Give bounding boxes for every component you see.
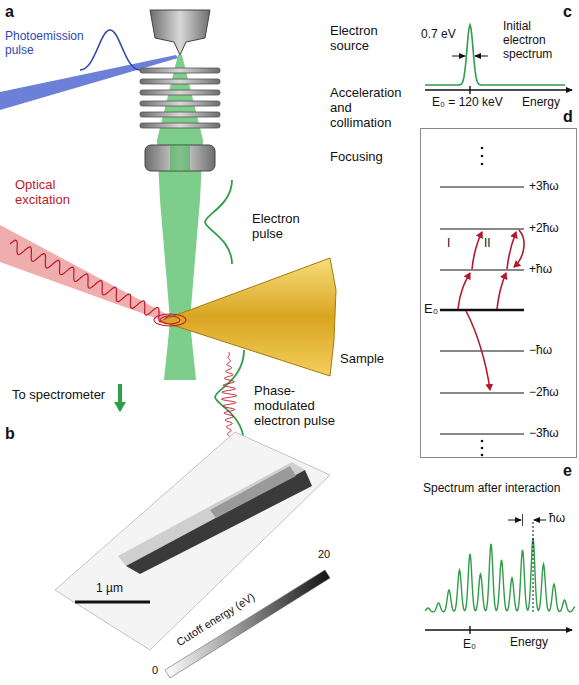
axis-tick	[469, 626, 470, 634]
part-label: Phase-modulated electron pulse	[254, 384, 354, 429]
axis-tick	[469, 86, 470, 94]
level-label: −2ħω	[529, 386, 559, 400]
optical-wave	[10, 240, 170, 322]
spectrometer-arrow	[118, 384, 122, 410]
energy-levels	[440, 187, 524, 434]
part-label: Electron pulse	[252, 212, 322, 242]
level-label: −ħω	[529, 344, 552, 358]
level-label: +3ħω	[529, 180, 559, 194]
level-label: +ħω	[529, 263, 552, 277]
part-label: Photoemission pulse	[5, 30, 85, 58]
spacing-arrow	[508, 520, 521, 521]
acceleration-plates	[140, 68, 220, 128]
axis-label: E₀ = 120 keV	[432, 96, 503, 110]
annotation: Initial electron spectrum	[503, 20, 577, 61]
panel-title: Spectrum after interaction	[423, 482, 560, 496]
electron-pulse-gaussian	[205, 180, 232, 264]
transition-arrows	[458, 230, 524, 390]
scale-label: 1 µm	[96, 582, 123, 596]
axis-label: Energy	[522, 96, 560, 110]
color-bar	[165, 570, 330, 678]
peak-marker	[533, 522, 534, 612]
near-field-rings	[154, 314, 186, 326]
part-label: Optical excitation	[15, 178, 90, 208]
scale-bar	[75, 601, 150, 604]
modulated-pulse-gaussian	[215, 350, 244, 444]
part-label: To spectrometer	[12, 388, 105, 403]
map-plane	[55, 432, 330, 650]
spacing-tick	[522, 514, 523, 526]
panel-letter: a	[5, 3, 14, 21]
optical-beam	[0, 225, 172, 324]
annotation: 0.7 eV	[421, 28, 456, 42]
part-label: Focusing	[330, 150, 383, 165]
sample-tip	[160, 258, 336, 376]
axis-label: Energy	[510, 636, 548, 650]
tip-map	[210, 466, 296, 518]
tip-map	[126, 470, 312, 574]
phase-modulation	[221, 352, 236, 442]
electron-beam	[170, 145, 190, 171]
ellipsis-dots	[481, 147, 484, 457]
energy-axis	[425, 629, 572, 631]
panel-letter: b	[5, 425, 15, 443]
width-arrow	[452, 56, 465, 57]
part-label: Electron source	[330, 24, 415, 54]
tick-label: 20	[318, 548, 330, 561]
tip-map	[118, 462, 305, 566]
level-label: II	[484, 237, 491, 251]
part-label: Acceleration and collimation	[330, 86, 415, 131]
energy-axis	[425, 89, 572, 91]
level-label: E₀	[424, 302, 438, 317]
annotation: ħω	[549, 512, 565, 526]
modulated-spectrum	[425, 538, 575, 612]
part-label: Sample	[340, 352, 384, 367]
spacing-arrow	[534, 520, 546, 521]
panel-letter: e	[563, 462, 572, 480]
width-arrow	[475, 56, 488, 57]
panel-letter: d	[563, 108, 573, 126]
panel-letter: c	[563, 3, 572, 21]
electron-source	[150, 10, 210, 55]
level-label: I	[447, 237, 450, 251]
focusing-lens	[145, 145, 215, 171]
level-label: +2ħω	[529, 222, 559, 236]
tick-label: 0	[152, 664, 158, 677]
pulse-gaussian	[80, 30, 140, 70]
energy-panel: +3ħω+2ħω+ħωE₀−ħω−2ħω−3ħωIII	[420, 128, 577, 458]
level-label: −3ħω	[529, 427, 559, 441]
axis-label: E₀	[463, 638, 476, 652]
